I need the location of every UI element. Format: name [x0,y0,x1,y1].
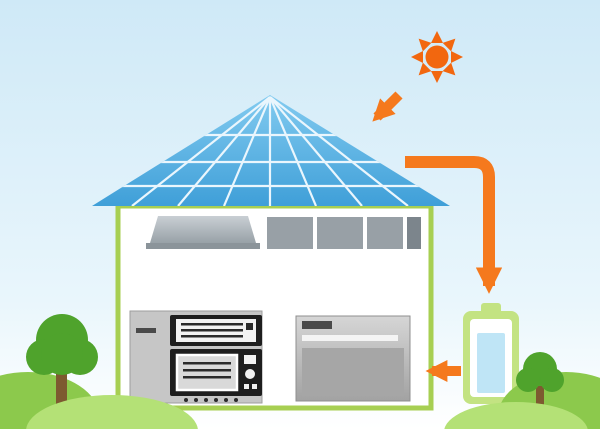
display-line [181,323,243,326]
bush-right-front [444,402,588,429]
house [115,203,434,411]
display-line [181,335,243,338]
door-line [183,376,231,379]
knob [184,398,188,402]
kitchen-unit-icon [129,310,263,404]
microwave-button [252,384,257,389]
range-hood-body [150,216,256,243]
dishwasher-icon [295,315,411,402]
dishwasher-handle [302,321,332,329]
knob [214,398,218,402]
window-pane [367,217,403,249]
storage-battery-icon [463,303,519,404]
window-pane [317,217,363,249]
sun-core [425,45,449,69]
window-icon [262,212,424,254]
knob [204,398,208,402]
sun-ray [411,51,423,63]
panel-grid-line [268,96,318,206]
tree-foliage [516,368,540,392]
door-line [183,362,231,365]
tree-foliage [540,368,564,392]
microwave-door [175,353,239,392]
tree-trunk [536,386,544,413]
bush-left-front [26,395,198,429]
microwave-display [244,355,256,364]
roof-to-battery-arrow-icon [405,156,503,294]
tree-trunk [56,374,67,414]
dishwasher-slot [302,335,398,341]
window-pane [407,217,421,249]
sun-ray [451,51,463,63]
sun-ray [431,71,443,83]
sun-ray [431,31,443,43]
knob [194,398,198,402]
tree-foliage [41,333,83,375]
display-button [246,323,253,330]
knob [224,398,228,402]
sunlight-arrow-icon [372,91,403,122]
panel-grid-line [222,96,272,206]
tree-large-icon [26,314,98,414]
dishwasher-door [302,348,404,396]
range-hood-icon [146,216,260,249]
battery-cell [477,333,505,393]
tree-small-icon [516,352,564,413]
panel-grid-line [269,96,409,206]
panel-grid-line [177,96,271,206]
knob [234,398,238,402]
panel-grid-line [131,96,271,206]
door-line [183,369,231,372]
microwave-button [244,384,249,389]
microwave-dial [245,369,255,379]
panel-grid-line [269,96,363,206]
display-line [181,329,243,332]
cabinet-handle [136,328,156,333]
range-hood-lip [146,243,260,249]
window-pane [267,217,313,249]
sun-icon [411,31,463,83]
